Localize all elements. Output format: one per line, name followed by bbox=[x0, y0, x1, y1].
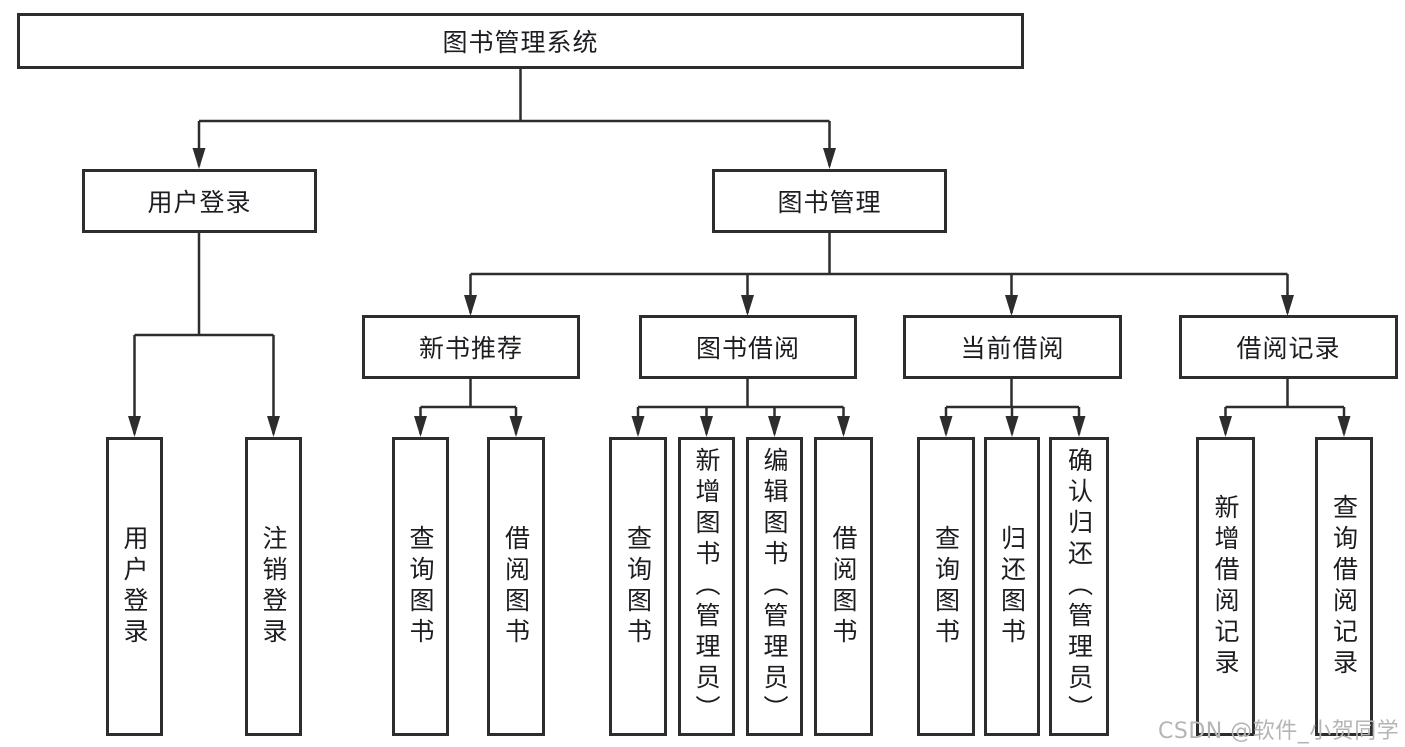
arrow-down-icon bbox=[1337, 416, 1351, 437]
node-new-book-recommend: 新书推荐 bbox=[362, 315, 580, 379]
arrowhead-icons bbox=[128, 148, 1351, 437]
leaf-add-borrow-record: 新增借阅记录 bbox=[1196, 437, 1255, 736]
arrow-down-icon bbox=[631, 416, 645, 437]
leaf-return-book: 归还图书 bbox=[984, 437, 1040, 736]
node-label: 查询借阅记录 bbox=[1329, 493, 1359, 680]
leaf-query-books-borrow: 查询图书 bbox=[609, 437, 667, 736]
node-label: 归还图书 bbox=[997, 524, 1027, 649]
arrow-down-icon bbox=[1219, 416, 1232, 437]
node-label: 确认归还（管理员） bbox=[1064, 447, 1094, 726]
node-book-management: 图书管理 bbox=[712, 169, 947, 233]
arrow-down-icon bbox=[414, 416, 427, 437]
node-label: 新增图书（管理员） bbox=[692, 447, 721, 726]
node-label: 用户登录 bbox=[147, 188, 252, 217]
tree-edges bbox=[133, 68, 1346, 434]
node-label: 用户登录 bbox=[120, 524, 149, 649]
node-current-borrowing: 当前借阅 bbox=[903, 315, 1122, 379]
arrow-down-icon bbox=[464, 295, 477, 316]
leaf-confirm-return-admin: 确认归还（管理员） bbox=[1049, 437, 1109, 736]
arrow-down-icon bbox=[192, 148, 206, 169]
leaf-add-book-admin: 新增图书（管理员） bbox=[678, 437, 735, 736]
node-label: 图书借阅 bbox=[695, 334, 800, 363]
leaf-user-login: 用户登录 bbox=[106, 437, 163, 736]
node-borrow-records: 借阅记录 bbox=[1179, 315, 1398, 379]
csdn-watermark: CSDN @软件_小贺同学 bbox=[1158, 719, 1400, 744]
arrow-down-icon bbox=[1005, 295, 1018, 316]
node-label: 借阅图书 bbox=[501, 524, 531, 649]
node-label: 图书管理 bbox=[777, 188, 882, 217]
arrow-down-icon bbox=[700, 416, 713, 437]
leaf-query-borrow-record: 查询借阅记录 bbox=[1315, 437, 1373, 736]
leaf-borrow-book: 借阅图书 bbox=[814, 437, 873, 736]
arrow-down-icon bbox=[267, 416, 280, 437]
node-library-management-system: 图书管理系统 bbox=[17, 13, 1024, 69]
node-label: 借阅记录 bbox=[1236, 334, 1341, 363]
arrow-down-icon bbox=[768, 416, 781, 437]
node-book-borrowing: 图书借阅 bbox=[639, 315, 857, 379]
leaf-query-books-current: 查询图书 bbox=[917, 437, 975, 736]
node-label: 编辑图书（管理员） bbox=[760, 447, 789, 726]
arrow-down-icon bbox=[741, 295, 754, 316]
node-label: 新书推荐 bbox=[418, 334, 523, 363]
arrow-down-icon bbox=[1072, 416, 1086, 437]
arrow-down-icon bbox=[1281, 295, 1294, 316]
leaf-query-books-recommend: 查询图书 bbox=[392, 437, 449, 736]
node-label: 查询图书 bbox=[931, 524, 961, 649]
node-label: 当前借阅 bbox=[960, 334, 1065, 363]
node-user-login: 用户登录 bbox=[82, 169, 317, 233]
leaf-borrow-books-recommend: 借阅图书 bbox=[487, 437, 545, 736]
arrow-down-icon bbox=[837, 416, 850, 437]
arrow-down-icon bbox=[823, 148, 836, 169]
node-label: 查询图书 bbox=[406, 524, 435, 649]
arrow-down-icon bbox=[1005, 416, 1019, 437]
arrow-down-icon bbox=[509, 416, 523, 437]
node-label: 注销登录 bbox=[259, 524, 288, 649]
leaf-logout: 注销登录 bbox=[245, 437, 302, 736]
arrow-down-icon bbox=[128, 416, 141, 437]
node-label: 图书管理系统 bbox=[442, 28, 599, 57]
node-label: 新增借阅记录 bbox=[1211, 493, 1240, 680]
node-label: 借阅图书 bbox=[829, 524, 858, 649]
node-label: 查询图书 bbox=[623, 524, 653, 649]
arrow-down-icon bbox=[939, 416, 953, 437]
leaf-edit-book-admin: 编辑图书（管理员） bbox=[746, 437, 803, 736]
